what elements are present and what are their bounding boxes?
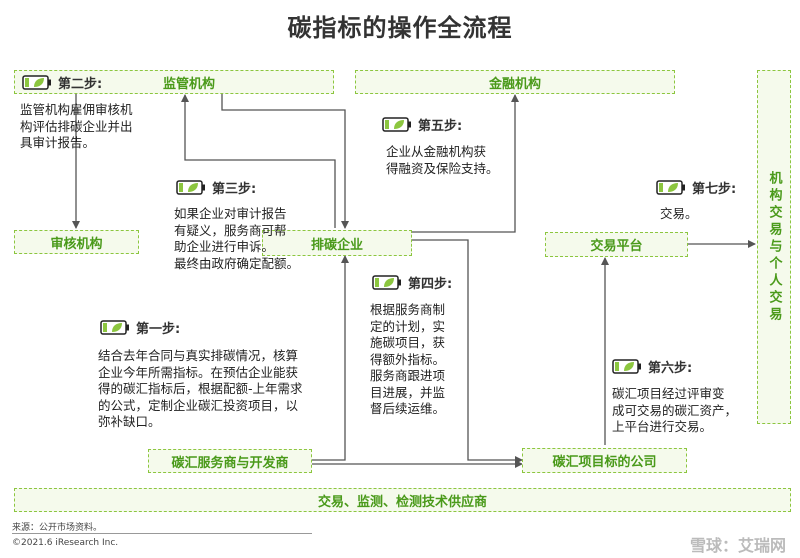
arrow-regulator-to-emitter <box>221 93 349 229</box>
step-2-label: 第二步: <box>22 73 102 92</box>
battery-leaf-icon <box>372 275 401 290</box>
step-7-title: 第七步: <box>692 182 737 197</box>
arrow-service-to-emitter <box>312 255 349 461</box>
footer-divider <box>12 533 312 534</box>
step-5-title: 第五步: <box>418 119 463 134</box>
box-trading-platform: 交易平台 <box>545 232 688 257</box>
step-5-desc: 企业从金融机构获得融资及保险支持。 <box>386 144 499 176</box>
arrow-emitter-to-regulator <box>181 94 336 228</box>
step-5-label: 第五步: <box>382 115 462 134</box>
step-1-desc: 结合去年合同与真实排碳情况，核算企业今年所需指标。在预估企业能获得的碳汇指标后，… <box>98 348 303 429</box>
battery-leaf-icon <box>100 320 129 335</box>
watermark: 雪球：艾瑞网 <box>689 536 786 555</box>
step-4-desc: 根据服务商制定的计划，实施碳项目，获得额外指标。服务商跟进项目进展，并监督后续运… <box>370 302 446 416</box>
box-emitter: 排碳企业 <box>262 230 412 256</box>
step-6-label: 第六步: <box>612 357 692 376</box>
step-6-desc: 碳汇项目经过评审变成可交易的碳汇资产，上平台进行交易。 <box>612 386 738 434</box>
box-regulator: 监管机构 <box>14 70 334 94</box>
step-7-label: 第七步: <box>656 178 736 197</box>
step-3-title: 第三步: <box>212 182 257 197</box>
step-2-desc: 监管机构雇佣审核机构评估排碳企业并出具审计报告。 <box>20 102 133 150</box>
step-1-label: 第一步: <box>100 318 180 337</box>
step-6-title: 第六步: <box>648 361 693 376</box>
battery-leaf-icon <box>176 180 205 195</box>
arrow-emitter-to-finance <box>412 94 519 233</box>
page-title: 碳指标的操作全流程 <box>287 14 513 42</box>
battery-leaf-icon <box>612 359 641 374</box>
box-auditor: 审核机构 <box>14 230 139 254</box>
step-7-desc: 交易。 <box>660 206 698 221</box>
box-finance: 金融机构 <box>355 70 675 94</box>
arrow-emitter-to-project <box>412 239 523 464</box>
step-1-title: 第一步: <box>136 322 181 337</box>
step-3-desc: 如果企业对审计报告有疑义，服务商可帮助企业进行申诉。最终由政府确定配额。 <box>174 206 300 271</box>
box-service-provider: 碳汇服务商与开发商 <box>148 449 312 473</box>
battery-leaf-icon <box>656 180 685 195</box>
battery-leaf-icon <box>22 75 51 90</box>
step-2-title: 第二步: <box>58 77 103 92</box>
step-4-title: 第四步: <box>408 277 453 292</box>
copyright: ©2021.6 iResearch Inc. <box>12 538 119 548</box>
source-note: 来源：公开市场资料。 <box>12 523 103 533</box>
box-supply-chain: 交易、监测、检测技术供应商 <box>14 488 791 512</box>
step-3-label: 第三步: <box>176 178 256 197</box>
battery-leaf-icon <box>382 117 411 132</box>
box-project-company: 碳汇项目标的公司 <box>522 448 687 473</box>
box-institution-personal: 机构交易与个人交易 <box>757 70 791 424</box>
step-4-label: 第四步: <box>372 273 452 292</box>
